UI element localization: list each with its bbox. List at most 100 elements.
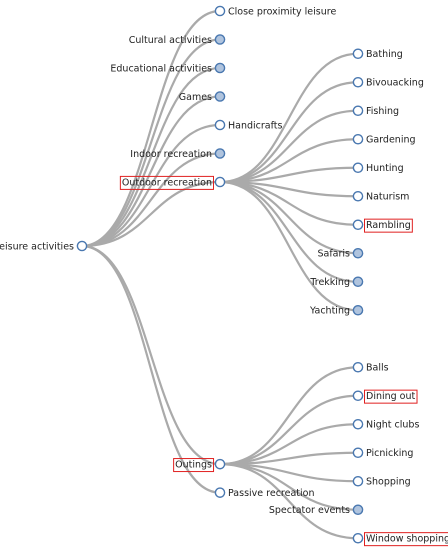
link-outdoor-recreation-to-yachting — [219, 180, 359, 312]
node-circle[interactable] — [352, 361, 364, 373]
tree-node-outings[interactable]: Outings — [173, 458, 226, 473]
collapsed-node-circle[interactable] — [214, 62, 226, 74]
node-label-outings: Outings — [175, 460, 212, 471]
link-outings-to-dining-out — [219, 394, 359, 466]
node-label-handicrafts: Handicrafts — [228, 120, 283, 131]
node-label-leisure-activities: Leisure activities — [0, 241, 74, 252]
link-leisure-activities-to-outings — [81, 244, 221, 466]
tree-node-rambling[interactable]: Rambling — [352, 218, 413, 233]
link-outings-to-balls — [219, 366, 359, 466]
tree-node-outdoor-recreation[interactable]: Outdoor recreation — [119, 175, 226, 190]
node-circle[interactable] — [352, 162, 364, 174]
collapsed-node-circle[interactable] — [214, 148, 226, 159]
tree-node-bathing[interactable]: Bathing — [352, 48, 403, 60]
node-label-rambling: Rambling — [366, 220, 411, 231]
collapsed-node-circle[interactable] — [352, 276, 364, 288]
tree-node-educational-activities[interactable]: Educational activities — [110, 62, 226, 74]
tree-node-handicrafts[interactable]: Handicrafts — [214, 119, 283, 131]
node-circle[interactable] — [352, 418, 364, 430]
node-circle[interactable] — [214, 487, 226, 498]
link-outings-to-night-clubs — [219, 423, 359, 466]
tree-node-safaris[interactable]: Safaris — [317, 247, 364, 260]
collapsed-node-circle[interactable] — [352, 504, 364, 516]
node-label-spectator-events: Spectator events — [269, 505, 350, 516]
node-label-outdoor-recreation: Outdoor recreation — [122, 177, 212, 188]
tree-node-leisure-activities[interactable]: Leisure activities — [0, 240, 88, 252]
node-label-cultural-activities: Cultural activities — [129, 35, 212, 46]
node-label-bivouacking: Bivouacking — [366, 78, 424, 89]
link-outdoor-recreation-to-fishing — [219, 109, 359, 184]
tree-node-hunting[interactable]: Hunting — [352, 162, 404, 174]
node-label-balls: Balls — [366, 363, 389, 374]
collapsed-node-circle[interactable] — [214, 34, 226, 45]
tree-node-naturism[interactable]: Naturism — [352, 190, 409, 203]
node-circle[interactable] — [352, 48, 364, 60]
node-circle[interactable] — [352, 133, 364, 145]
link-leisure-activities-to-close-proximity-leisure — [81, 9, 221, 248]
node-label-yachting: Yachting — [309, 306, 350, 317]
tree-node-shopping[interactable]: Shopping — [352, 475, 411, 488]
highlight-box-outdoor-recreation — [119, 175, 214, 190]
tree-node-trekking[interactable]: Trekking — [309, 276, 364, 288]
nodes-layer: Leisure activities Close proximity leisur… — [0, 5, 448, 547]
node-circle[interactable] — [352, 76, 364, 88]
node-circle[interactable] — [352, 190, 364, 202]
collapsed-node-circle[interactable] — [214, 91, 226, 102]
tree-node-cultural-activities[interactable]: Cultural activities — [129, 34, 226, 46]
node-circle[interactable] — [352, 105, 364, 117]
node-circle[interactable] — [214, 176, 226, 188]
tree-node-spectator-events[interactable]: Spectator events — [269, 504, 364, 516]
node-circle[interactable] — [76, 240, 88, 252]
node-circle[interactable] — [352, 532, 364, 544]
link-leisure-activities-to-handicrafts — [81, 123, 221, 248]
node-circle[interactable] — [352, 447, 364, 459]
link-leisure-activities-to-cultural-activities — [81, 38, 221, 248]
link-leisure-activities-to-passive-recreation — [81, 244, 221, 494]
tree-node-dining-out[interactable]: Dining out — [352, 389, 418, 404]
node-label-educational-activities: Educational activities — [110, 63, 212, 74]
tree-node-window-shopping[interactable]: Window shopping — [352, 532, 448, 547]
node-label-picnicking: Picnicking — [366, 448, 413, 459]
node-circle[interactable] — [352, 390, 364, 402]
node-label-bathing: Bathing — [366, 49, 403, 60]
tree-node-indoor-recreation[interactable]: Indoor recreation — [130, 148, 226, 160]
node-label-dining-out: Dining out — [366, 391, 416, 402]
node-label-night-clubs: Night clubs — [366, 420, 419, 431]
node-label-safaris: Safaris — [317, 249, 350, 260]
tree-node-games[interactable]: Games — [179, 91, 226, 103]
link-outdoor-recreation-to-bathing — [219, 52, 359, 184]
node-circle[interactable] — [214, 5, 226, 17]
node-label-hunting: Hunting — [366, 163, 404, 174]
tree-node-yachting[interactable]: Yachting — [309, 304, 364, 317]
link-outdoor-recreation-to-safaris — [219, 180, 359, 255]
collapsed-node-circle[interactable] — [352, 247, 364, 259]
tree-node-fishing[interactable]: Fishing — [352, 105, 399, 117]
node-label-gardening: Gardening — [366, 135, 416, 146]
collapsed-node-circle[interactable] — [352, 304, 364, 316]
node-circle[interactable] — [214, 119, 226, 131]
node-label-naturism: Naturism — [366, 192, 409, 203]
tree-node-balls[interactable]: Balls — [352, 361, 389, 374]
tree-node-close-proximity-leisure[interactable]: Close proximity leisure — [214, 5, 336, 17]
node-circle[interactable] — [352, 475, 364, 487]
link-outings-to-spectator-events — [219, 463, 359, 511]
node-circle[interactable] — [352, 219, 364, 231]
link-leisure-activities-to-educational-activities — [81, 66, 221, 248]
link-leisure-activities-to-indoor-recreation — [81, 152, 221, 248]
tree-node-picnicking[interactable]: Picnicking — [352, 447, 413, 459]
node-label-indoor-recreation: Indoor recreation — [130, 149, 212, 160]
node-label-games: Games — [179, 92, 212, 103]
node-label-window-shopping: Window shopping — [366, 534, 448, 545]
node-label-shopping: Shopping — [366, 477, 411, 488]
tree-node-passive-recreation[interactable]: Passive recreation — [214, 487, 314, 499]
link-outings-to-window-shopping — [219, 463, 359, 540]
tree-node-gardening[interactable]: Gardening — [352, 133, 416, 146]
tree-node-bivouacking[interactable]: Bivouacking — [352, 76, 424, 89]
highlight-box-rambling — [364, 218, 413, 233]
highlight-box-dining-out — [364, 389, 418, 404]
tree-node-night-clubs[interactable]: Night clubs — [352, 418, 419, 431]
node-circle[interactable] — [214, 458, 226, 470]
node-label-trekking: Trekking — [309, 277, 350, 288]
